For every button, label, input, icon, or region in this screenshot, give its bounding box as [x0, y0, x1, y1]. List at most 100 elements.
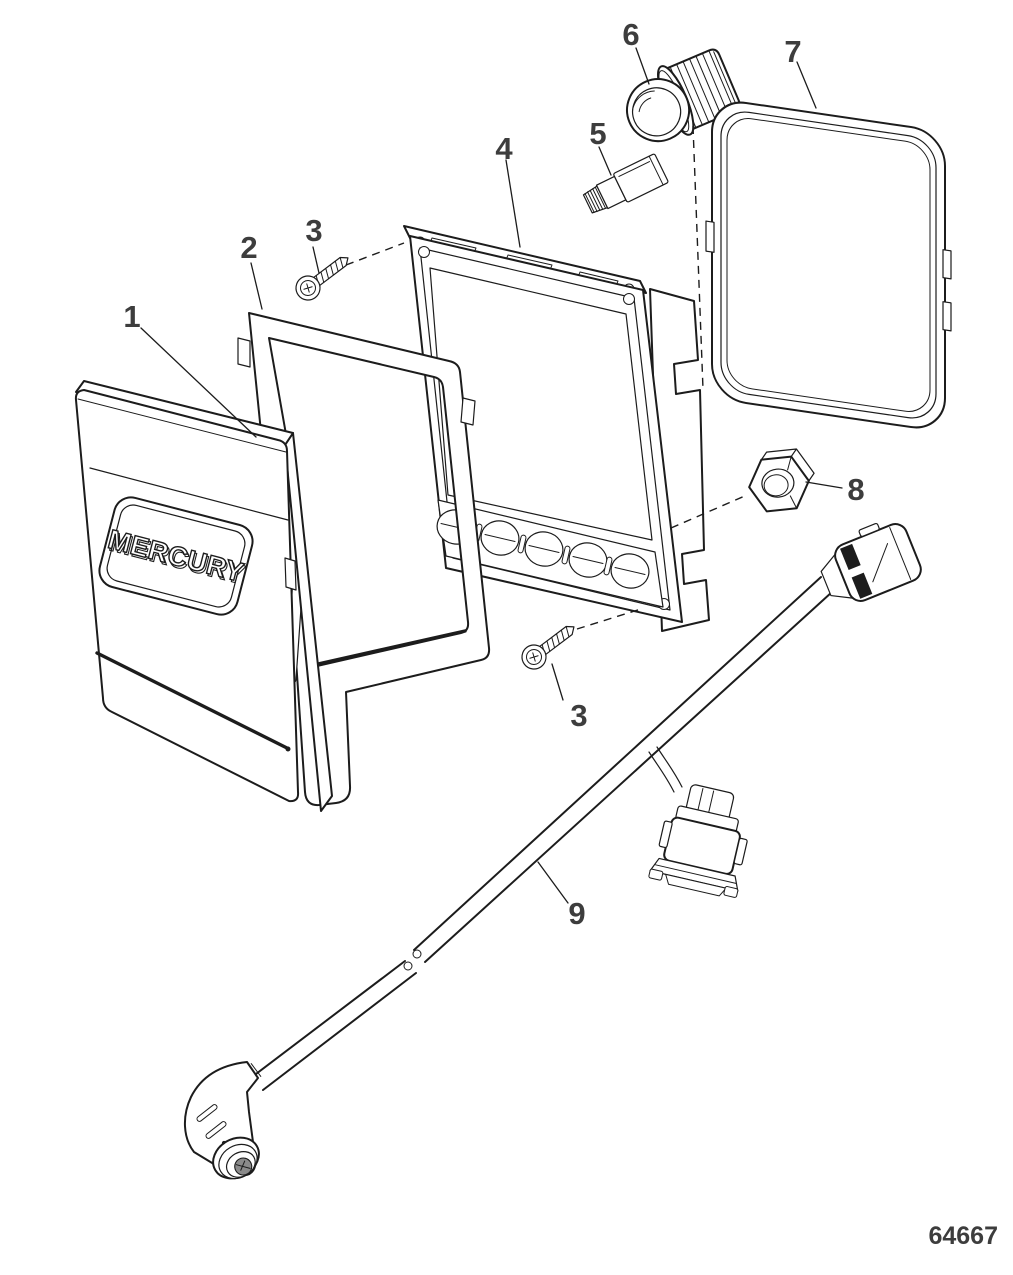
- nut-facet-line: [789, 495, 798, 509]
- display-corner-boss: [623, 293, 635, 305]
- harness-elbow-connector: [184, 1061, 262, 1180]
- knob-face-arc: [638, 97, 652, 113]
- dashed-line-screw-bottom: [576, 608, 642, 630]
- connector-seal-band: [840, 543, 861, 571]
- collar-face-hatch: [240, 1160, 246, 1171]
- badge-inner-border: [106, 504, 246, 608]
- display-button-divider: [603, 556, 613, 576]
- branch-connector-cap-line: [707, 790, 715, 815]
- leader-8: [805, 481, 843, 489]
- leader-3-bottom: [551, 663, 564, 701]
- leader-9: [537, 861, 569, 904]
- drawing-number: 64667: [928, 1222, 998, 1250]
- callout-label-9: 9: [568, 896, 585, 931]
- part-5-connector-sleeve: [582, 153, 669, 214]
- display-button-divider: [561, 545, 571, 565]
- gasket-inner-edge: [726, 118, 931, 412]
- part-8-hex-nut: [748, 448, 815, 513]
- badge-outer-border: [98, 496, 254, 616]
- connector-crease: [872, 543, 889, 583]
- cover-edge-notch: [284, 557, 297, 591]
- leader-7: [796, 61, 817, 109]
- callout-label-3-bottom: 3: [570, 698, 587, 733]
- dashed-line-screw-top: [345, 242, 405, 266]
- branch-connector-cap-line: [697, 788, 704, 813]
- display-button-line: [614, 567, 646, 575]
- part-9-harness: [184, 522, 922, 1180]
- bezel-right-tab: [460, 397, 476, 426]
- cable-line: [413, 576, 822, 951]
- gasket-right-tab: [942, 301, 952, 332]
- connector-body-inner-line: [618, 161, 651, 177]
- connector-body-end-line: [648, 155, 664, 186]
- callout-label-5: 5: [589, 116, 606, 151]
- callout-label-6: 6: [622, 17, 639, 52]
- display-corner-boss: [418, 246, 430, 258]
- dashed-line-knob-axis: [692, 125, 704, 390]
- leader-5: [598, 146, 612, 176]
- branch-connector-rim-line: [655, 864, 737, 884]
- cable-break-curl: [412, 949, 422, 959]
- display-buttons: [436, 509, 650, 589]
- assembly-dashed-lines: [345, 125, 748, 630]
- branch-connector-foot: [648, 868, 664, 881]
- part-1-front-cover: MERCURY MERCURY: [74, 380, 333, 812]
- branch-connector-face: [665, 873, 727, 897]
- callout-label-2: 2: [240, 230, 257, 265]
- bezel-window-bottom-edge: [316, 629, 467, 666]
- callout-label-7: 7: [784, 34, 801, 69]
- gasket-mid-edge: [720, 111, 937, 419]
- connector-end-line: [889, 527, 912, 580]
- callout-label-8: 8: [847, 472, 864, 507]
- branch-wire: [648, 751, 675, 793]
- callout-label-1: 1: [123, 299, 140, 334]
- cover-upper-seam: [89, 467, 289, 521]
- leader-6: [635, 47, 650, 85]
- cable-line: [424, 591, 833, 963]
- callout-label-3-top: 3: [305, 213, 322, 248]
- harness-display-connector: [820, 522, 922, 602]
- leader-4: [505, 159, 521, 248]
- screw-phillips-cross: [529, 652, 539, 662]
- part-6-knob: [626, 48, 741, 143]
- display-button-line: [572, 556, 604, 564]
- branch-connector-side-rib: [733, 837, 748, 866]
- display-button-line: [484, 534, 516, 542]
- knob-face-arc: [632, 90, 655, 109]
- gasket-right-tab: [942, 249, 952, 280]
- screw-phillips-cross: [303, 283, 313, 293]
- cover-top-seam: [77, 398, 287, 453]
- branch-connector-foot: [723, 886, 739, 898]
- part-3-screw-top: [295, 256, 349, 301]
- harness-branch-connector: [648, 784, 748, 898]
- knob-front-face: [632, 87, 682, 137]
- cable-line: [262, 972, 417, 1091]
- connector-seal-band: [851, 572, 873, 599]
- cable-break-curl: [403, 961, 413, 971]
- callout-labels: 1 2 3 3 4 5 6 7 8 9: [123, 17, 864, 931]
- connector-crimp-ridges: [584, 186, 606, 213]
- nut-bore-inner: [763, 474, 789, 497]
- part-3-screw-bottom: [521, 625, 575, 670]
- display-inner-frame: [419, 247, 671, 611]
- elbow-threaded-collar: [212, 1136, 260, 1180]
- bezel-left-tab: [237, 337, 251, 368]
- display-button-divider: [517, 534, 527, 554]
- callout-label-4: 4: [495, 131, 513, 166]
- display-button-line: [528, 545, 560, 553]
- gasket-left-tab: [705, 220, 715, 253]
- part-4-display-unit: [403, 225, 710, 632]
- branch-connector-side-rib: [658, 820, 673, 849]
- cover-lower-seam: [95, 651, 289, 750]
- cable-line: [251, 960, 406, 1078]
- nut-facet-line: [787, 456, 792, 471]
- callout-leader-lines: [140, 47, 843, 904]
- mercury-badge: MERCURY MERCURY: [98, 496, 254, 616]
- leader-1: [140, 327, 257, 438]
- screw-threads: [315, 257, 344, 287]
- branch-wire: [656, 746, 683, 788]
- nut-back-edges: [760, 448, 815, 482]
- connector-latch-tab: [858, 522, 880, 537]
- cover-seam-end-dot: [285, 746, 291, 752]
